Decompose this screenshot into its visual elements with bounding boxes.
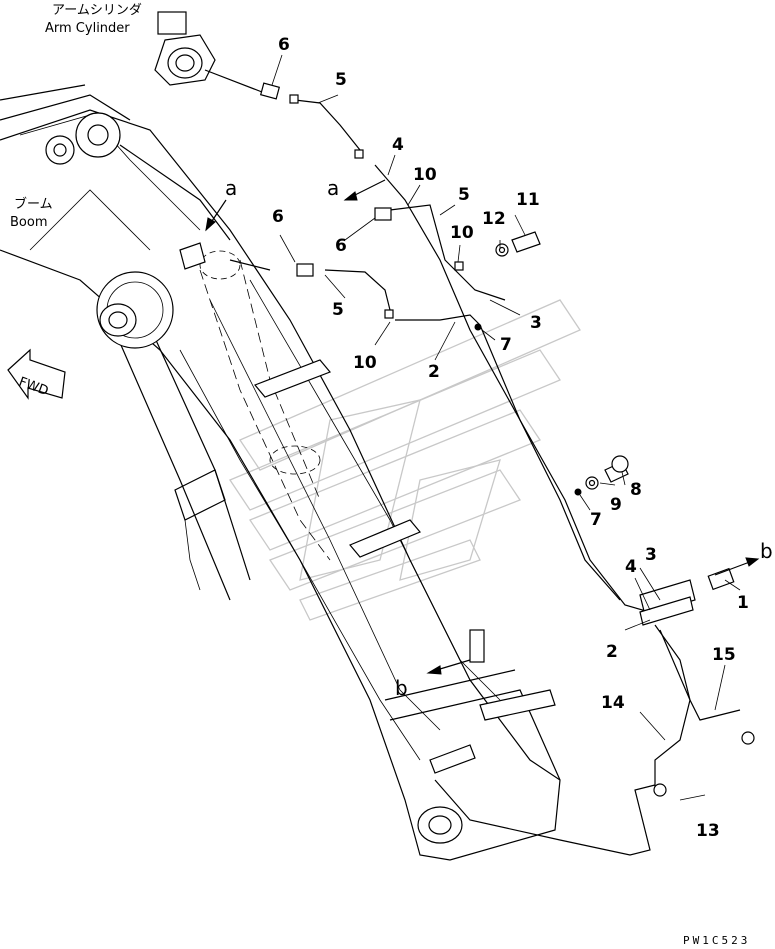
part-number: 5 — [332, 300, 344, 320]
boom-en-label: Boom — [10, 215, 48, 230]
watermark-logo — [229, 299, 581, 621]
part-number: 9 — [610, 495, 622, 515]
boom-structure — [0, 84, 561, 861]
part-number: 5 — [335, 70, 347, 90]
part-number: 2 — [606, 642, 618, 662]
arm-cylinder — [154, 11, 216, 86]
part-number: 10 — [353, 353, 377, 373]
part-number: 5 — [458, 185, 470, 205]
part-number: 7 — [500, 335, 512, 355]
part-number: 6 — [272, 207, 284, 227]
boom-clamps — [179, 242, 556, 774]
part-number: 14 — [601, 693, 625, 713]
part-number: 3 — [530, 313, 542, 333]
hose-lines — [204, 69, 741, 856]
part-number: 4 — [625, 557, 637, 577]
drawing-code: PW1C523 — [683, 934, 750, 947]
text-labels: アームシリンダ Arm Cylinder ブーム Boom FWD a a b … — [10, 3, 773, 947]
part-number: 7 — [590, 510, 602, 530]
ref-a-top: a — [225, 176, 237, 200]
part-number: 15 — [712, 645, 736, 665]
part-number: 11 — [516, 190, 540, 210]
part-number: 8 — [630, 480, 642, 500]
part-number: 6 — [335, 236, 347, 256]
part-number: 13 — [696, 821, 720, 841]
arm-cylinder-jp-label: アームシリンダ — [52, 3, 142, 18]
part-numbers: 6 5 4 10 5 11 12 10 6 6 5 3 7 10 2 8 9 7… — [272, 35, 749, 841]
fwd-arrow — [7, 348, 66, 400]
fittings — [259, 82, 755, 797]
ref-b-bottom: b — [395, 676, 408, 700]
part-number: 1 — [737, 593, 749, 613]
part-number: 12 — [482, 209, 506, 229]
part-number: 2 — [428, 362, 440, 382]
part-number: 3 — [645, 545, 657, 565]
ref-a-mid: a — [327, 176, 339, 200]
ref-b-right: b — [760, 539, 773, 563]
part-number: 10 — [413, 165, 437, 185]
boom-jp-label: ブーム — [14, 196, 53, 212]
direction-arrows — [7, 179, 760, 675]
part-number: 4 — [392, 135, 404, 155]
part-number: 6 — [278, 35, 290, 55]
arm-cylinder-en-label: Arm Cylinder — [45, 21, 130, 36]
part-number: 10 — [450, 223, 474, 243]
leader-lines — [271, 54, 741, 801]
fwd-label: FWD — [17, 375, 51, 399]
